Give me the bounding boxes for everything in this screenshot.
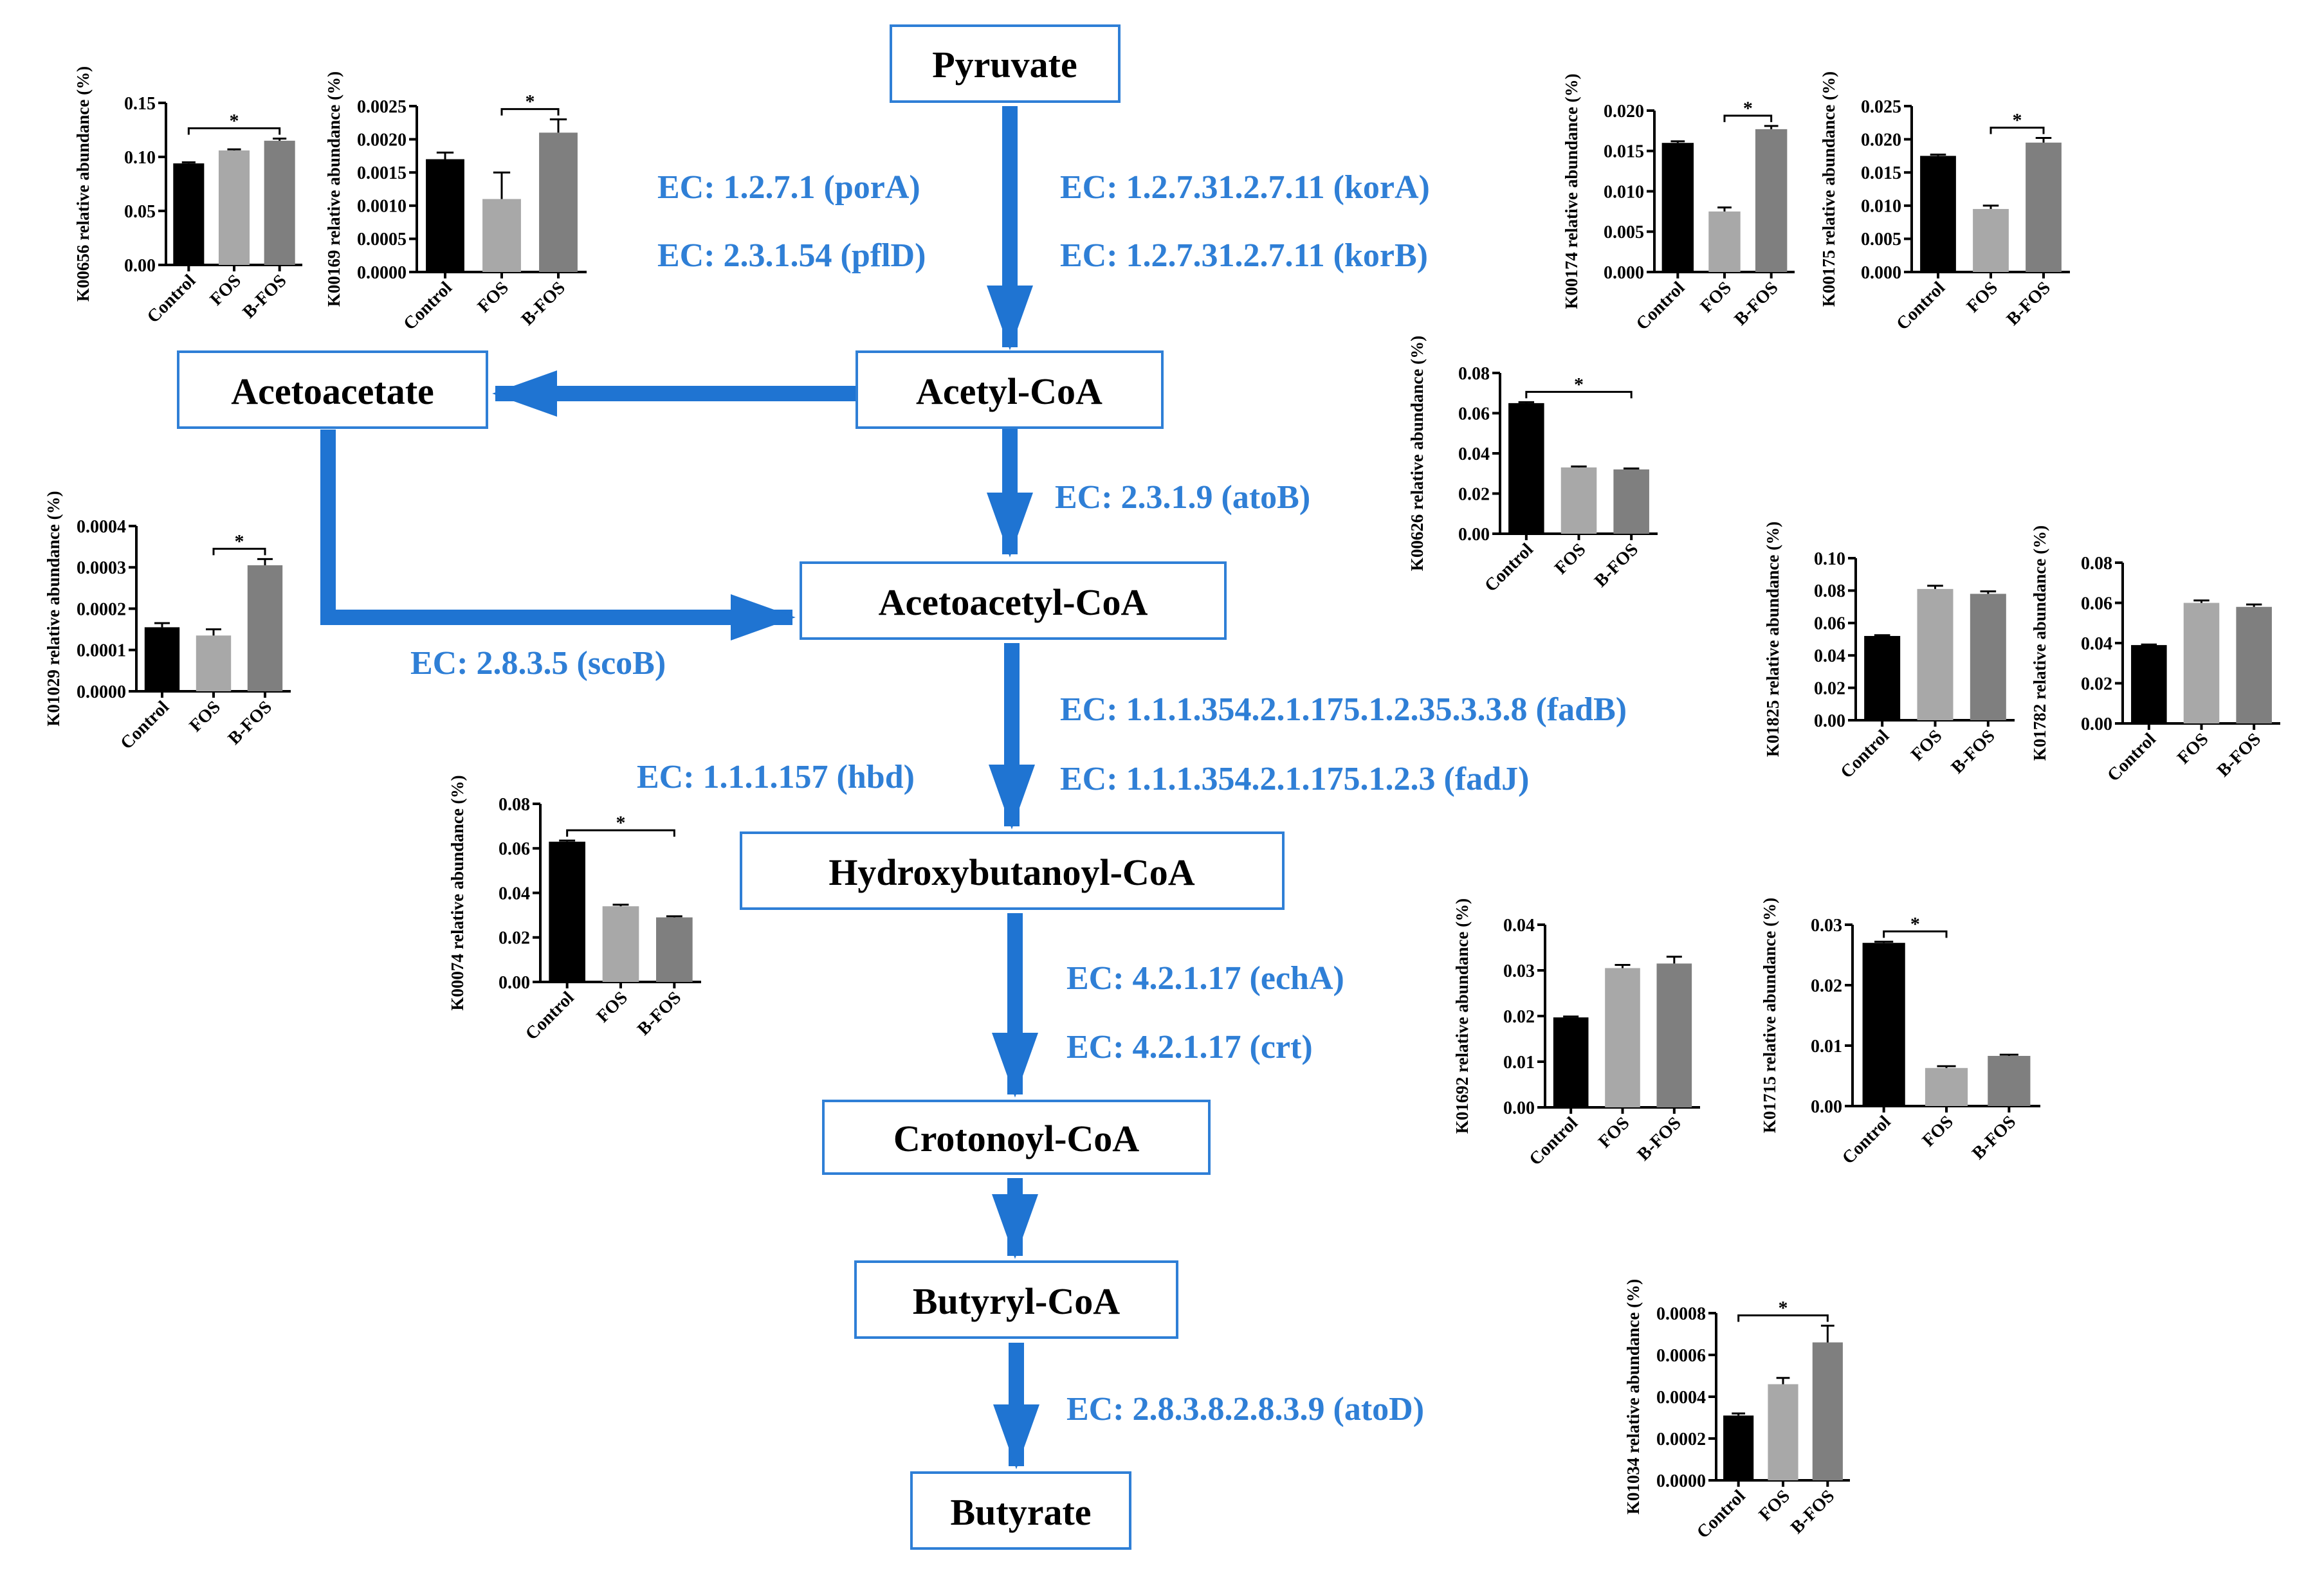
node-butyryl-coa-label: Butyryl-CoA [913, 1280, 1120, 1322]
enzyme-label-crt: EC: 4.2.1.17 (crt) [1066, 1029, 1313, 1066]
enzyme-label-fadb: EC: 1.1.1.354.2.1.175.1.2.35.3.3.8 (fadB… [1060, 691, 1627, 728]
node-butyrate: Butyrate [910, 1471, 1131, 1550]
enzyme-labels: EC: 1.2.7.1 (porA) EC: 2.3.1.54 (pflD) E… [410, 169, 1627, 1428]
node-crotonoyl-coa: Crotonoyl-CoA [822, 1100, 1211, 1175]
arrow-acetoacetate-to-acetoacetyl-coa [320, 430, 796, 640]
node-acetoacetyl-coa: Acetoacetyl-CoA [800, 561, 1227, 640]
enzyme-label-hbd: EC: 1.1.1.157 (hbd) [637, 759, 915, 795]
enzyme-label-atob: EC: 2.3.1.9 (atoB) [1055, 479, 1310, 516]
node-hydroxybutanoyl-coa-label: Hydroxybutanoyl-CoA [828, 851, 1194, 893]
node-acetoacetate: Acetoacetate [177, 350, 488, 429]
node-acetoacetyl-coa-label: Acetoacetyl-CoA [879, 581, 1148, 623]
node-butyryl-coa: Butyryl-CoA [854, 1260, 1178, 1339]
node-hydroxybutanoyl-coa: Hydroxybutanoyl-CoA [740, 831, 1285, 910]
enzyme-label-pora: EC: 1.2.7.1 (porA) [657, 169, 920, 206]
pathway-nodes: Pyruvate Acetyl-CoA Acetoacetate Acetoac… [177, 24, 1285, 1550]
node-acetoacetate-label: Acetoacetate [231, 370, 434, 412]
enzyme-label-kora: EC: 1.2.7.31.2.7.11 (korA) [1060, 169, 1430, 206]
enzyme-label-pfld: EC: 2.3.1.54 (pflD) [657, 237, 926, 274]
enzyme-label-korb: EC: 1.2.7.31.2.7.11 (korB) [1060, 237, 1428, 274]
node-acetyl-coa-label: Acetyl-CoA [916, 370, 1103, 412]
node-acetyl-coa: Acetyl-CoA [855, 350, 1164, 429]
enzyme-label-echa: EC: 4.2.1.17 (echA) [1066, 960, 1344, 997]
node-pyruvate: Pyruvate [890, 24, 1121, 103]
pathway-arrows [320, 106, 1039, 1469]
node-pyruvate-label: Pyruvate [932, 44, 1077, 86]
node-crotonoyl-coa-label: Crotonoyl-CoA [893, 1118, 1139, 1159]
node-butyrate-label: Butyrate [950, 1491, 1091, 1533]
enzyme-label-fadj: EC: 1.1.1.354.2.1.175.1.2.3 (fadJ) [1060, 761, 1529, 797]
enzyme-label-scob: EC: 2.8.3.5 (scoB) [410, 645, 666, 682]
enzyme-label-atod: EC: 2.8.3.8.2.8.3.9 (atoD) [1066, 1391, 1424, 1428]
